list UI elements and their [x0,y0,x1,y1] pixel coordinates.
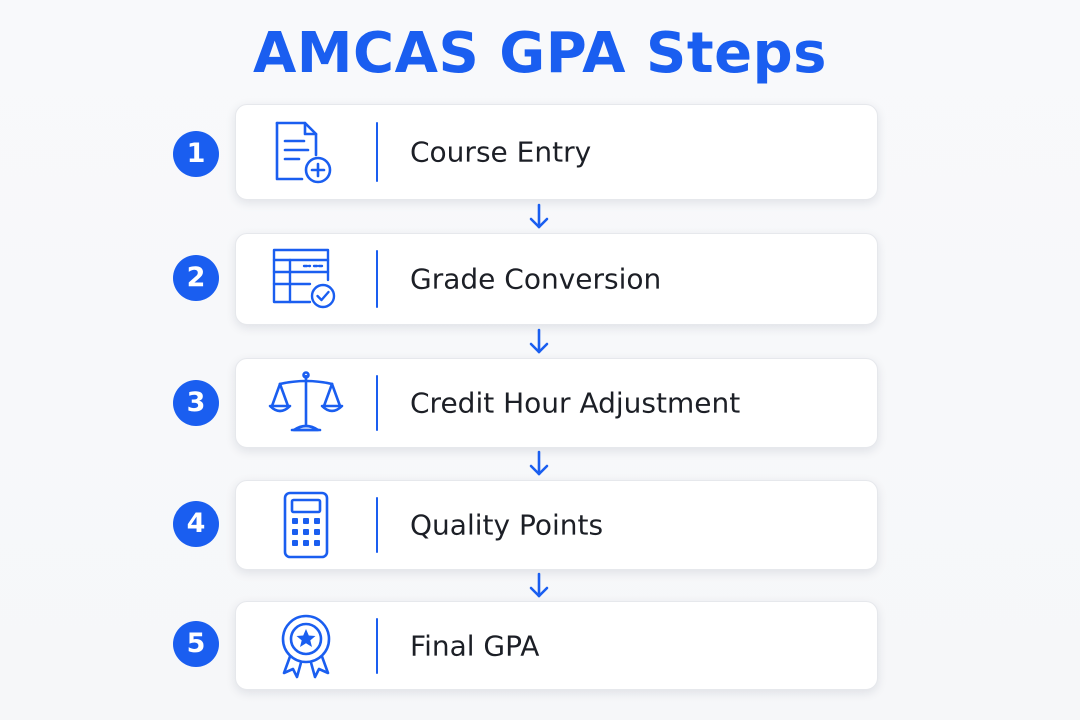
step-number-1: 1 [173,131,219,177]
step-label: Course Entry [410,135,592,169]
step-card-final-gpa: Final GPA [235,601,878,690]
step-number-5: 5 [173,621,219,667]
step-divider [376,122,378,182]
step-number-4: 4 [173,501,219,547]
award-badge-icon [266,611,346,681]
step-number-2: 2 [173,255,219,301]
step-number-3: 3 [173,380,219,426]
step-divider [376,375,378,431]
calculator-icon [266,490,346,560]
down-arrow-icon [526,572,552,600]
step-label: Quality Points [410,508,604,542]
step-divider [376,618,378,674]
down-arrow-icon [526,203,552,231]
balance-scale-icon [266,368,346,438]
step-card-credit-hour-adjustment: Credit Hour Adjustment [235,358,878,448]
down-arrow-icon [526,328,552,356]
step-card-quality-points: Quality Points [235,480,878,570]
step-card-grade-conversion: Grade Conversion [235,233,878,325]
down-arrow-icon [526,450,552,478]
step-card-course-entry: Course Entry [235,104,878,200]
step-label: Grade Conversion [410,262,662,296]
step-divider [376,250,378,308]
table-check-icon [266,244,346,314]
document-add-icon [266,117,346,187]
step-divider [376,497,378,553]
step-label: Credit Hour Adjustment [410,386,741,420]
step-label: Final GPA [410,629,540,662]
diagram-title: AMCAS GPA Steps [252,21,828,86]
